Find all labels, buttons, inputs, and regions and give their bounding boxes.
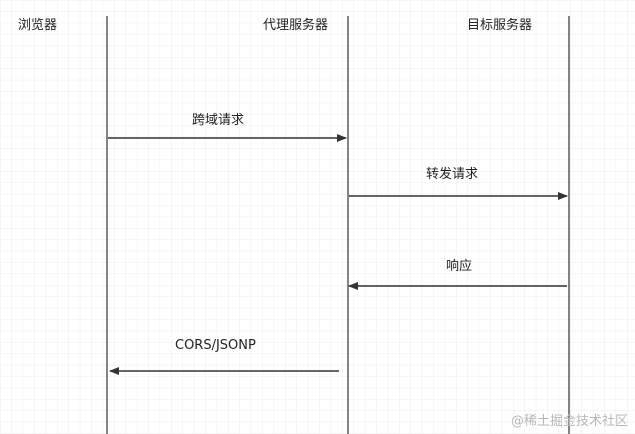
watermark: @稀土掘金技术社区 (511, 413, 628, 429)
message-label-response: 响应 (446, 258, 472, 274)
message-label-forward-request: 转发请求 (426, 166, 478, 182)
message-label-cors-jsonp: CORS/JSONP (175, 338, 256, 353)
participant-label-target: 目标服务器 (467, 17, 532, 33)
participant-label-browser: 浏览器 (18, 17, 57, 33)
message-label-cross-origin-request: 跨域请求 (192, 113, 244, 128)
participant-label-proxy: 代理服务器 (263, 17, 328, 33)
